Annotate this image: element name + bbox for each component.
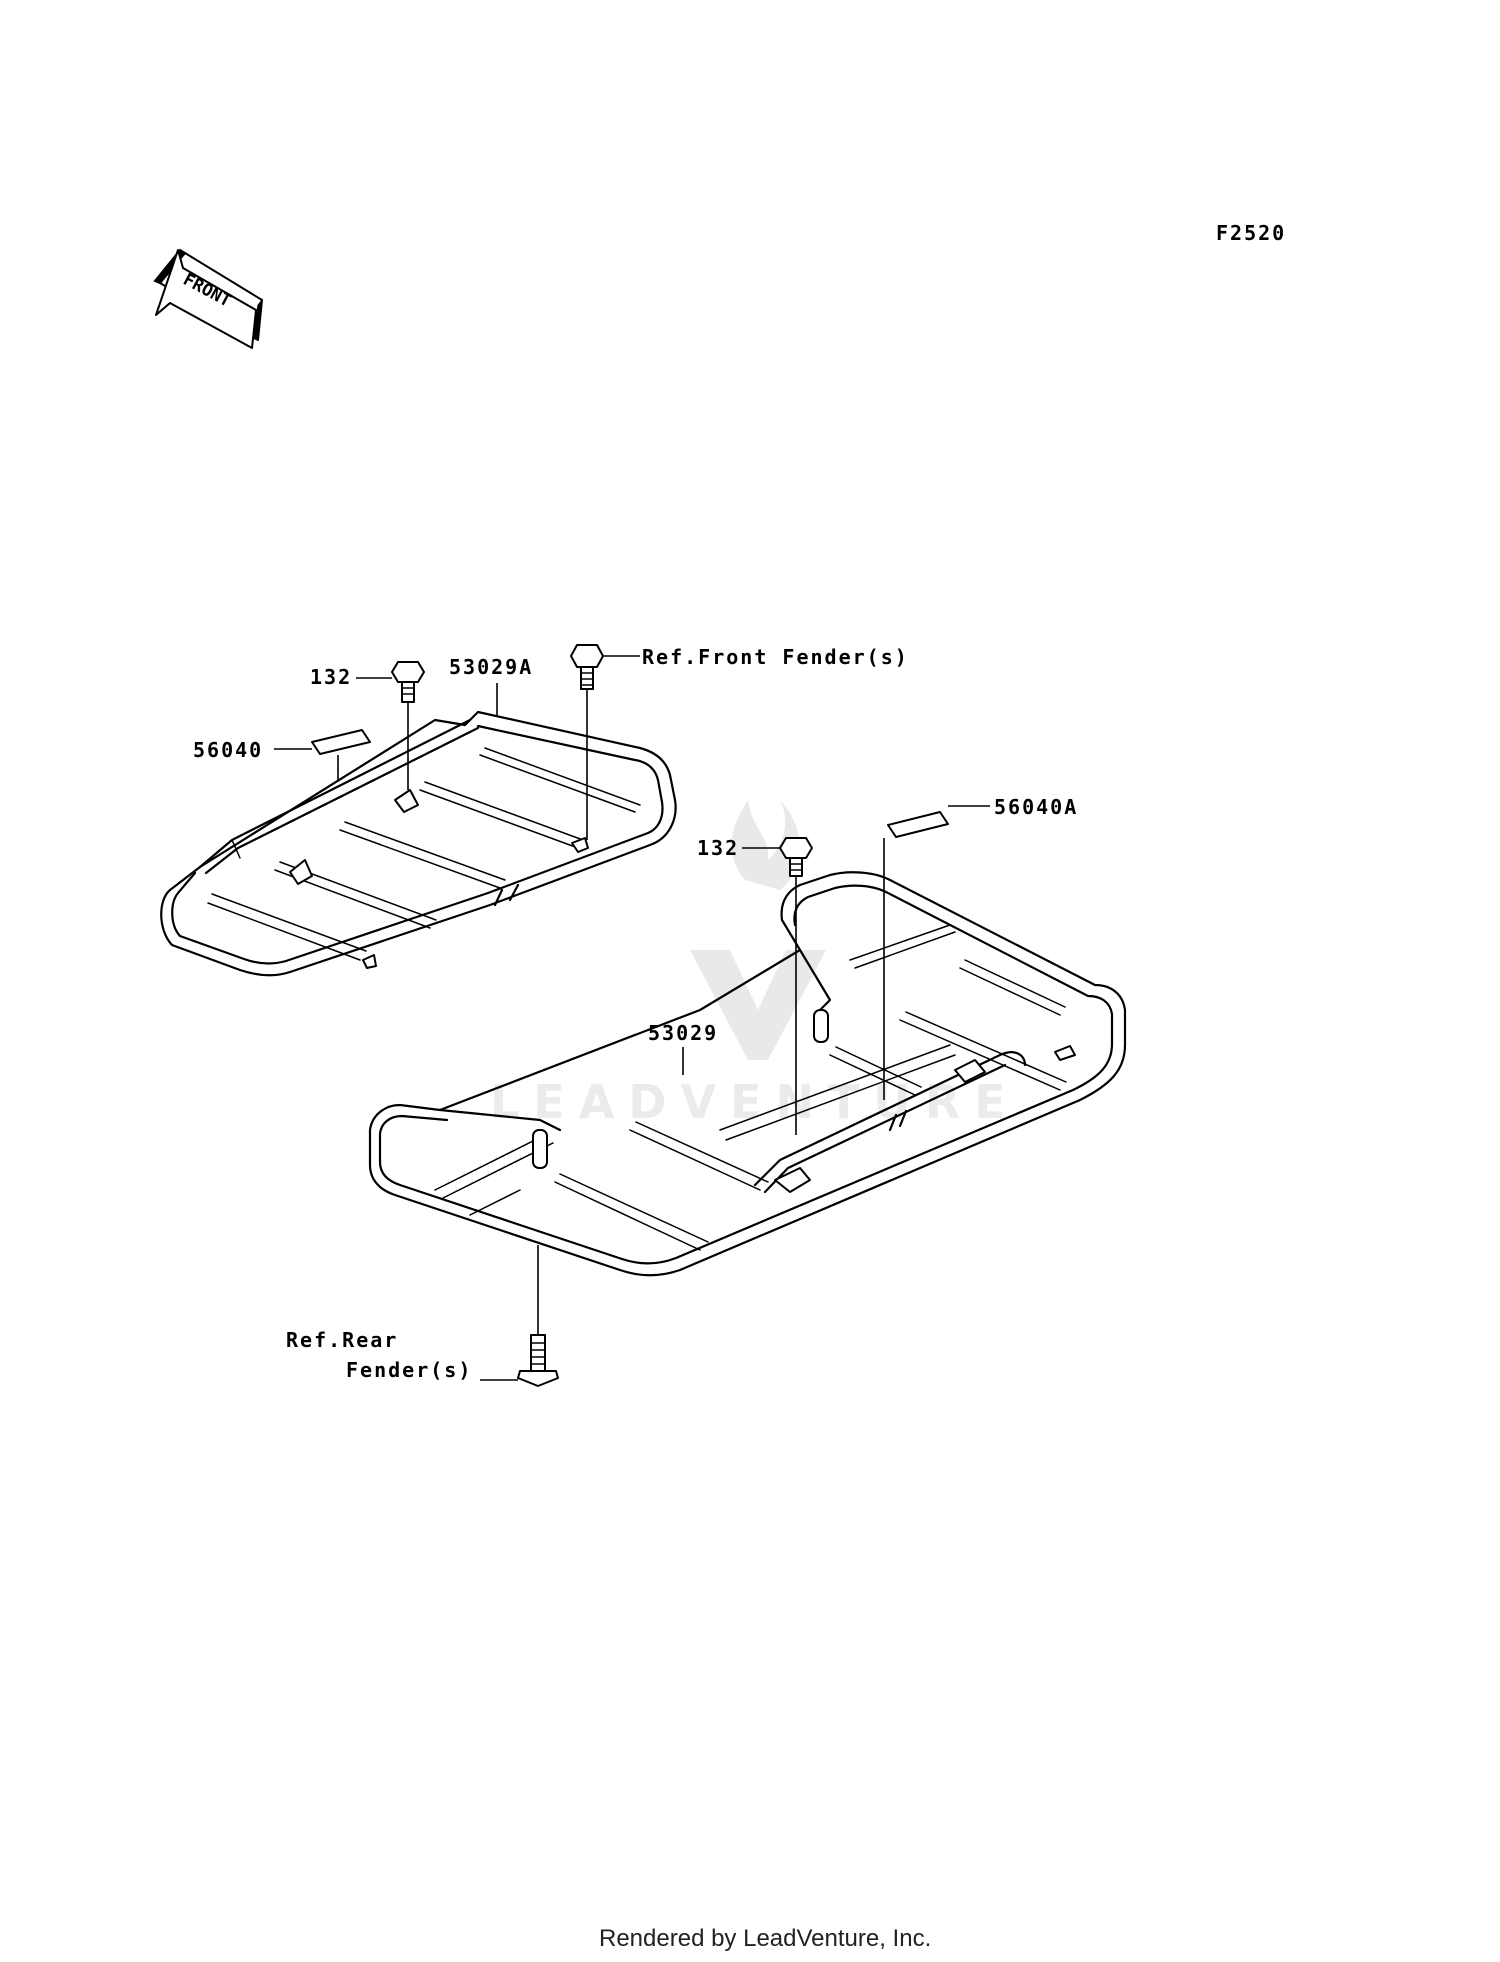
callout-ref-rear-fender-line2: Fender(s) [346,1358,472,1382]
label-56040A-icon [887,811,949,838]
callout-56040A: 56040A [994,795,1078,819]
callout-132-rear: 132 [697,836,739,860]
bolt-front-fender-icon [570,644,604,690]
figure-code: F2520 [1216,221,1286,245]
leader-132-rear [742,847,797,1135]
callout-132-front: 132 [310,665,352,689]
callout-56040: 56040 [193,738,263,762]
watermark-logo: LEADVENTURE [490,800,1006,1129]
label-56040-icon [311,729,371,755]
rear-carrier-post [813,1009,829,1043]
footer-credit: Rendered by LeadVenture, Inc. [599,1925,931,1952]
callout-53029A: 53029A [449,655,533,679]
rear-carrier-53029 [368,871,1127,1277]
leader-56040 [274,748,339,780]
front-carrier-53029A [160,710,677,977]
bolt-132-rear-icon [779,837,813,877]
leader-ref-rear-fender [480,1245,539,1381]
bolt-rear-fender-icon [517,1334,559,1387]
leader-132-front [356,677,409,790]
front-direction-arrow-icon: FRONT [153,248,263,349]
leader-ref-front-fender [586,655,640,840]
callout-53029: 53029 [648,1021,718,1045]
callout-ref-rear-fender-line1: Ref.Rear [286,1328,398,1352]
callout-ref-front-fender: Ref.Front Fender(s) [642,645,909,669]
bolt-132-front-icon [391,661,425,703]
rear-carrier-post [532,1129,548,1169]
leader-56040A [883,805,990,1100]
